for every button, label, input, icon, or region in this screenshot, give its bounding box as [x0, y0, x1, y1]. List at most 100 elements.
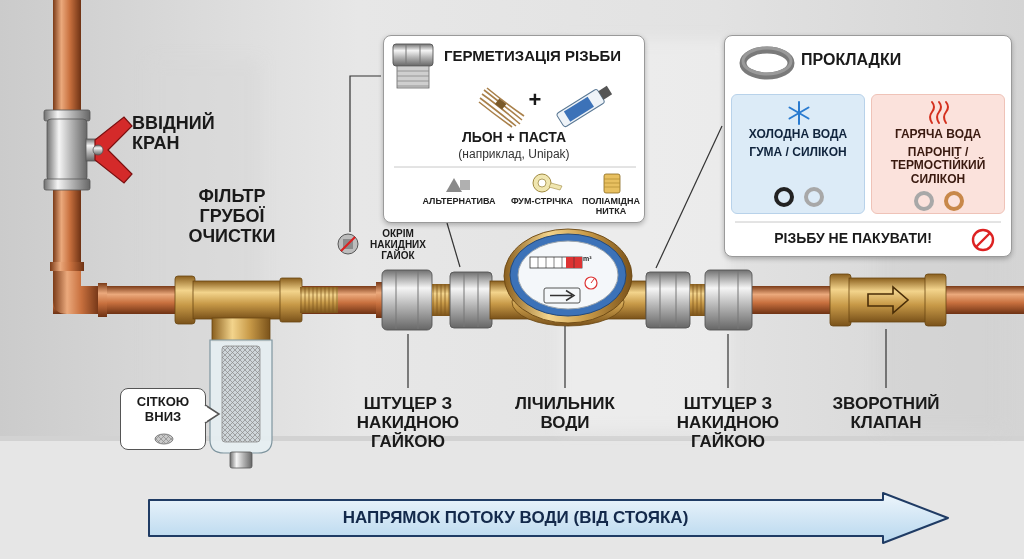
note-label: ОКРІМ НАКИДНИХ ГАЙОК: [362, 228, 434, 262]
cold-icons: [790, 102, 809, 124]
water-meter: [544, 288, 580, 303]
check-valve: [868, 287, 908, 313]
no-packing-icon: [341, 237, 355, 251]
union-fitting-left: [376, 270, 452, 330]
callout-bubble: СІТКОЮ ВНИЗ: [120, 388, 206, 450]
hot-icons: [930, 102, 948, 123]
check-valve: [830, 274, 946, 326]
seal-icons: [446, 178, 462, 192]
union-fitting-right: [738, 271, 739, 329]
unit-label: m³: [583, 255, 601, 263]
node-text: ПОЛІАМІДНА НИТКА: [580, 196, 642, 216]
water-meter: [550, 291, 574, 301]
cold-water-box: ХОЛОДНА ВОДАГУМА / СИЛІКОН: [731, 94, 865, 214]
leader-line: [407, 334, 408, 388]
water-meter: [464, 273, 465, 327]
no-packing-icon: [338, 234, 358, 254]
water-meter: [518, 241, 618, 309]
part-label: ШТУЦЕР З НАКИДНОЮ ГАЙКОЮ: [658, 394, 798, 451]
hot-icons: [946, 193, 962, 209]
seal-icons: [397, 71, 429, 86]
leader-line: [656, 126, 722, 268]
leader-line: [564, 326, 565, 388]
gasket-icons: [743, 48, 791, 74]
coarse-filter: [193, 281, 283, 319]
ball-valve: [44, 110, 132, 190]
hot-icons: [916, 193, 932, 209]
coarse-filter: [222, 346, 260, 442]
hot-water-box: ГАРЯЧА ВОДАПАРОНІТ / ТЕРМОСТІЙКИЙ СИЛІКО…: [871, 94, 1005, 214]
part-label: ВВІДНИЙ КРАН: [132, 113, 242, 153]
coarse-filter: [230, 452, 252, 468]
coarse-filter: [280, 278, 302, 322]
bubble-icons: [155, 434, 173, 444]
hot-icons: [944, 102, 948, 123]
union-fitting-left: [382, 270, 432, 330]
seal-icons: [393, 44, 433, 66]
hot-icons: [930, 102, 934, 123]
coarse-filter: [210, 340, 272, 453]
node-text: РІЗЬБУ НЕ ПАКУВАТИ!: [737, 231, 969, 247]
copper-pipe: [53, 270, 100, 314]
flow-arrow: НАПРЯМОК ПОТОКУ ВОДИ (ВІД СТОЯКА): [148, 492, 950, 544]
info-panel: ПРОКЛАДКИ РІЗЬБУ НЕ ПАКУВАТИ! ХОЛОДНА ВОД…: [724, 35, 1012, 257]
seal-icons: [397, 66, 429, 88]
part-label: ЗВОРОТНИЙ КЛАПАН: [821, 394, 951, 432]
ball-valve: [44, 179, 90, 190]
seal-icons: [598, 86, 612, 100]
ball-valve: [93, 145, 103, 155]
check-valve: [925, 274, 946, 326]
leader-line: [350, 76, 381, 232]
union-fitting-right: [690, 270, 752, 330]
node-text: СІТКОЮ ВНИЗ: [124, 395, 202, 424]
leader-line: [885, 329, 886, 388]
node-text: +: [522, 88, 548, 113]
seal-icons: [564, 97, 594, 122]
node-text: ХОЛОДНА ВОДА: [735, 128, 861, 141]
copper-pipe: [50, 0, 1024, 317]
water-meter: [504, 229, 632, 323]
info-panel: ГЕРМЕТИЗАЦІЯ РІЗЬБИ+ЛЬОН + ПАСТА(наприкл…: [383, 35, 645, 223]
seal-icons: [556, 83, 614, 127]
hot-icons: [937, 102, 941, 123]
node-text: ПРОКЛАДКИ: [801, 51, 961, 69]
background: [0, 440, 1024, 559]
union-fitting-right: [705, 270, 752, 330]
seal-icons: [495, 98, 506, 109]
cold-icons: [776, 189, 792, 205]
no-packing-icon: [338, 234, 358, 254]
seal-icons: [533, 174, 551, 192]
check-valve: [849, 278, 927, 322]
cold-icons: [790, 108, 809, 119]
seal-icons: [479, 102, 512, 127]
seal-icons: [394, 167, 636, 168]
water-meter: [585, 277, 597, 289]
seal-icons: [549, 183, 562, 190]
node-text: АЛЬТЕРНАТИВА: [418, 196, 500, 206]
ball-valve: [47, 119, 87, 181]
gasket-icons: [735, 222, 1001, 223]
node-text: ГЕРМЕТИЗАЦІЯ РІЗЬБИ: [444, 48, 640, 65]
water-meter: [530, 257, 582, 268]
part-label: ЛІЧИЛЬНИК ВОДИ: [505, 394, 625, 432]
flow-arrow-shape: [149, 493, 948, 543]
union-fitting-left: [432, 284, 452, 316]
coarse-filter: [300, 287, 338, 313]
seal-icons: [479, 88, 524, 127]
coarse-filter: [222, 346, 260, 442]
seal-icons: [604, 174, 620, 193]
seal-icons: [406, 45, 407, 65]
water-meter: [660, 273, 661, 327]
copper-pipe: [50, 262, 84, 271]
check-valve: [830, 274, 851, 326]
water-meter: [510, 234, 626, 316]
leader-line: [447, 223, 460, 267]
copper-pipe: [98, 283, 107, 317]
water-meter: [450, 229, 690, 328]
bubble-icons: [203, 407, 207, 422]
coarse-filter: [175, 276, 195, 324]
gasket-icons: [976, 233, 990, 247]
part-label: ШТУЦЕР З НАКИДНОЮ ГАЙКОЮ: [338, 394, 478, 451]
